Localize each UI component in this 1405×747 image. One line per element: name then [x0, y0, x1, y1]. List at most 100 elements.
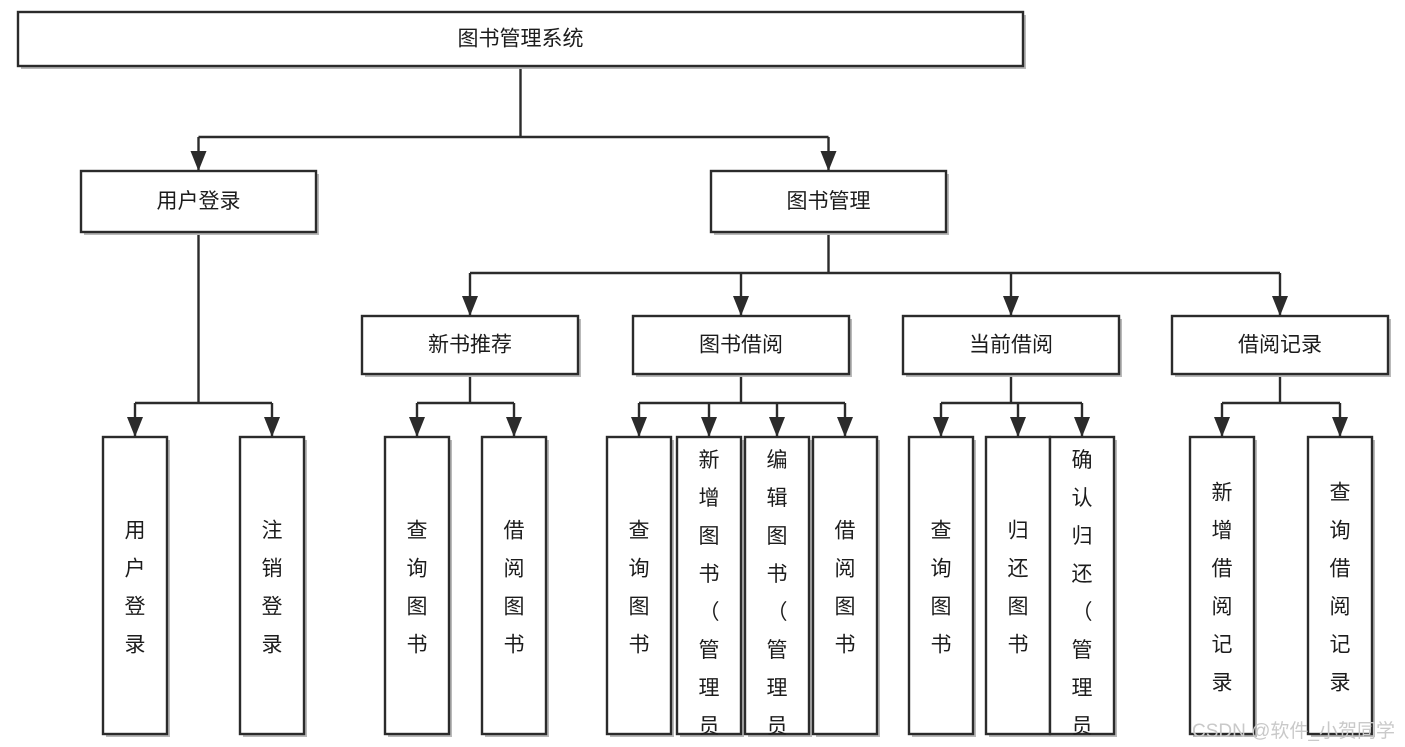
node-label-char: 询: [931, 558, 952, 581]
node-rect[interactable]: [238, 435, 306, 736]
arrow-head-icon: [733, 296, 749, 316]
node-rect[interactable]: [709, 169, 948, 234]
node-label-char: 借: [1212, 558, 1233, 581]
node-label-char: 图: [767, 525, 788, 548]
node-rect[interactable]: [480, 435, 548, 736]
node-label: 用户登录: [157, 190, 241, 213]
node-layer: 图书管理系统用户登录图书管理新书推荐图书借阅当前借阅借阅记录用户登录注销登录查询…: [16, 10, 1391, 747]
node-rect[interactable]: [79, 169, 318, 234]
node-label-char: 录: [1212, 672, 1233, 695]
arrow-head-icon: [820, 151, 837, 171]
node-label-char: 图: [699, 525, 720, 548]
node-label-char: 辑: [767, 487, 788, 510]
node-level3-new-book-recommend[interactable]: 新书推荐: [360, 314, 581, 377]
node-label-char: 确: [1072, 449, 1093, 472]
csdn-watermark: CSDN @软件_小贺同学: [1192, 721, 1395, 742]
node-label-char: （: [767, 601, 788, 624]
arrow-head-icon: [462, 296, 478, 316]
node-label-char: 查: [629, 520, 650, 543]
node-label-char: 理: [767, 677, 788, 700]
node-label-char: 借: [504, 520, 525, 543]
arrow-head-icon: [1074, 417, 1090, 437]
node-rect[interactable]: [1048, 435, 1116, 736]
node-level3-current-borrow[interactable]: 当前借阅: [901, 314, 1122, 377]
arrow-head-icon: [1003, 296, 1019, 316]
node-leaf-leaf-user-login[interactable]: 用户登录: [101, 435, 170, 737]
node-rect[interactable]: [16, 10, 1025, 68]
node-rect[interactable]: [101, 435, 169, 736]
node-label-char: 书: [504, 634, 525, 657]
node-label-char: 用: [125, 520, 146, 543]
node-label-char: 管: [767, 639, 788, 662]
node-label-char: 书: [699, 563, 720, 586]
node-label: 借阅记录: [1238, 334, 1322, 357]
node-label-char: 图: [931, 596, 952, 619]
arrow-head-icon: [506, 417, 522, 437]
node-level2-user-login[interactable]: 用户登录: [79, 169, 319, 235]
node-label-char: 询: [629, 558, 650, 581]
node-rect[interactable]: [383, 435, 451, 736]
node-label-char: 书: [835, 634, 856, 657]
node-rect[interactable]: [743, 435, 811, 736]
node-label-char: 户: [125, 558, 146, 581]
node-label: 图书借阅: [699, 334, 783, 357]
node-rect[interactable]: [675, 435, 743, 736]
node-rect[interactable]: [907, 435, 975, 736]
node-label-char: 图: [1008, 596, 1029, 619]
node-label-char: （: [699, 601, 720, 624]
arrow-head-icon: [409, 417, 425, 437]
node-rect[interactable]: [811, 435, 879, 736]
node-label: 图书管理: [787, 190, 871, 213]
node-rect[interactable]: [631, 314, 851, 376]
arrow-head-icon: [127, 417, 143, 437]
node-rect[interactable]: [1188, 435, 1256, 736]
node-label-char: 新: [1212, 482, 1233, 505]
arrow-head-icon: [837, 417, 853, 437]
node-label-char: 查: [931, 520, 952, 543]
node-rect[interactable]: [360, 314, 580, 376]
node-rect[interactable]: [1170, 314, 1390, 376]
node-label-char: 归: [1008, 520, 1029, 543]
node-label-char: 管: [1072, 639, 1093, 662]
arrow-head-icon: [769, 417, 785, 437]
node-label-char: 录: [262, 634, 283, 657]
node-label-char: 员: [767, 715, 788, 738]
node-label-char: 书: [931, 634, 952, 657]
node-rect[interactable]: [984, 435, 1052, 736]
arrow-head-icon: [1010, 417, 1026, 437]
arrow-head-icon: [933, 417, 949, 437]
node-label-char: 询: [407, 558, 428, 581]
node-label-char: 员: [1072, 715, 1093, 738]
node-label-char: 查: [407, 520, 428, 543]
node-rect[interactable]: [901, 314, 1121, 376]
arrow-head-icon: [190, 151, 207, 171]
node-label-char: 理: [699, 677, 720, 700]
node-level3-book-borrow[interactable]: 图书借阅: [631, 314, 852, 377]
node-label-char: 录: [1330, 672, 1351, 695]
node-level3-borrow-records[interactable]: 借阅记录: [1170, 314, 1391, 377]
node-level2-book-management[interactable]: 图书管理: [709, 169, 949, 235]
node-label-char: 还: [1072, 563, 1093, 586]
node-label-char: 书: [629, 634, 650, 657]
arrow-head-icon: [631, 417, 647, 437]
node-label-char: 图: [407, 596, 428, 619]
node-label-char: 记: [1330, 634, 1351, 657]
node-rect[interactable]: [1306, 435, 1374, 736]
node-rect[interactable]: [605, 435, 673, 736]
node-label-char: 书: [407, 634, 428, 657]
node-root-root[interactable]: 图书管理系统: [16, 10, 1026, 69]
node-label-char: 询: [1330, 520, 1351, 543]
node-label-char: 注: [262, 520, 283, 543]
